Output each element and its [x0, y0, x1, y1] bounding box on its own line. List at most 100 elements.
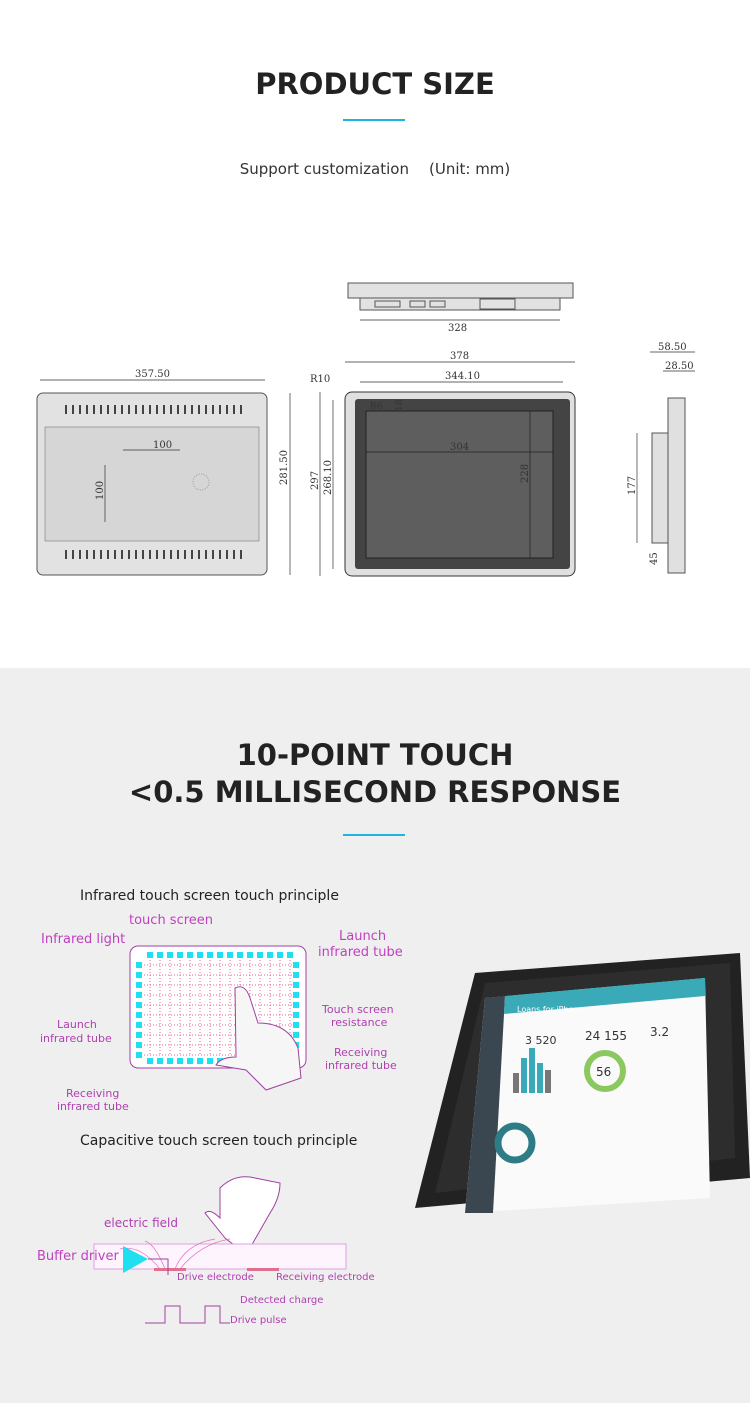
- vent-slot: [226, 405, 228, 414]
- vent-slot: [198, 550, 200, 559]
- infrared-tube: [136, 962, 142, 968]
- infrared-tube: [277, 952, 283, 958]
- infrared-tube: [187, 1058, 193, 1064]
- front-view-drawing: 378 344.10 R10 R6 18 304 228 297 268.10: [310, 351, 576, 577]
- vent-slot: [93, 550, 95, 559]
- vent-slot: [219, 405, 221, 414]
- capacitive-title: Capacitive touch screen touch principle: [80, 1133, 357, 1149]
- vent-slot: [212, 405, 214, 414]
- product-size-section: PRODUCT SIZE Support customization(Unit:…: [0, 0, 750, 668]
- vent-slot: [191, 405, 193, 414]
- infrared-tube: [136, 1002, 142, 1008]
- vent-slot: [65, 405, 67, 414]
- stat-visitors: 24 155: [585, 1029, 627, 1043]
- infrared-tube: [136, 972, 142, 978]
- outer-width-label: 378: [450, 351, 469, 362]
- resistance-2: resistance: [331, 1016, 388, 1029]
- infrared-tube: [293, 992, 299, 998]
- launch-top-2: infrared tube: [318, 945, 403, 960]
- receiving-bottom-2: infrared tube: [57, 1100, 129, 1113]
- vent-slot: [177, 550, 179, 559]
- infrared-tube: [136, 1012, 142, 1018]
- buffer-driver-text: Buffer driver: [37, 1249, 119, 1264]
- offset-label: 45: [649, 552, 660, 565]
- infrared-tube: [147, 952, 153, 958]
- launch-left-2: infrared tube: [40, 1032, 112, 1045]
- corner-radius-label: R10: [310, 374, 330, 385]
- vent-slot: [149, 405, 151, 414]
- customization-note: Support customization: [239, 160, 409, 178]
- vent-slot: [86, 550, 88, 559]
- infrared-tube: [157, 952, 163, 958]
- vent-slot: [128, 550, 130, 559]
- capacitive-principle-diagram: Capacitive touch screen touch principle …: [37, 1133, 375, 1326]
- infrared-tube: [247, 952, 253, 958]
- tablet-product-image: Loans for iPhone 3 520 24 155 3.2 56: [415, 953, 750, 1213]
- vent-slot: [100, 550, 102, 559]
- drive-electrode-label: Drive electrode: [177, 1272, 254, 1283]
- receiving-electrode-label: Receiving electrode: [276, 1272, 375, 1283]
- vent-slot: [219, 550, 221, 559]
- vent-slot: [226, 550, 228, 559]
- vent-slot: [177, 405, 179, 414]
- outer-height-label: 297: [310, 471, 321, 490]
- infrared-tube: [293, 982, 299, 988]
- touch-section: 10-POINT TOUCH <0.5 MILLISECOND RESPONSE…: [0, 668, 750, 1403]
- receiving-right-1: Receiving: [334, 1046, 387, 1059]
- infrared-tube: [187, 952, 193, 958]
- vent-slot: [135, 550, 137, 559]
- top-margin-label: 18: [395, 399, 405, 411]
- back-width-label: 357.50: [135, 369, 170, 380]
- vent-slot: [170, 405, 172, 414]
- infrared-tube: [157, 1058, 163, 1064]
- resistance-1: Touch screen: [321, 1003, 394, 1016]
- vent-slot: [121, 550, 123, 559]
- vent-slot: [205, 550, 207, 559]
- infrared-tube: [177, 1058, 183, 1064]
- product-size-title: PRODUCT SIZE: [255, 67, 495, 101]
- infrared-tube: [167, 952, 173, 958]
- infrared-tube: [257, 952, 263, 958]
- inner-corner-label: R6: [370, 402, 383, 412]
- vent-slot: [121, 405, 123, 414]
- infrared-tube: [167, 1058, 173, 1064]
- vent-slot: [128, 405, 130, 414]
- vent-slot: [107, 550, 109, 559]
- vent-slot: [114, 405, 116, 414]
- infrared-tube: [237, 952, 243, 958]
- vent-slot: [170, 550, 172, 559]
- side-view-drawing: 58.50 28.50 177 45: [627, 342, 695, 574]
- infrared-tube: [136, 982, 142, 988]
- inner-height-label: 268.10: [323, 460, 334, 495]
- launch-top-1: Launch: [339, 929, 386, 944]
- app-title: Loans for iPhone: [517, 1005, 584, 1014]
- vent-slot: [184, 550, 186, 559]
- vent-slot: [240, 550, 242, 559]
- vent-slot: [212, 550, 214, 559]
- bracket-label: 177: [627, 476, 638, 495]
- vent-slot: [184, 405, 186, 414]
- infrared-title: Infrared touch screen touch principle: [80, 888, 339, 904]
- bottom-width-label: 328: [448, 323, 467, 334]
- infrared-tube: [267, 952, 273, 958]
- receiving-right-2: infrared tube: [325, 1059, 397, 1072]
- infrared-tube: [136, 1032, 142, 1038]
- vent-slot: [65, 550, 67, 559]
- screen-width-label: 304: [450, 442, 469, 453]
- bottom-view-drawing: 328: [347, 282, 574, 334]
- infrared-tube: [227, 952, 233, 958]
- infrared-tube: [136, 1042, 142, 1048]
- detected-charge-label: Detected charge: [240, 1295, 323, 1306]
- vent-slot: [79, 550, 81, 559]
- touch-title-line1: 10-POINT TOUCH: [236, 738, 514, 772]
- stat-rating: 3.2: [650, 1025, 669, 1039]
- back-height-label: 281.50: [279, 450, 290, 485]
- vent-slot: [100, 405, 102, 414]
- vent-slot: [135, 405, 137, 414]
- ratings-count: 56: [596, 1065, 611, 1079]
- vent-slot: [205, 405, 207, 414]
- vent-slot: [198, 405, 200, 414]
- vent-slot: [142, 550, 144, 559]
- infrared-tube: [207, 1058, 213, 1064]
- vent-slot: [114, 550, 116, 559]
